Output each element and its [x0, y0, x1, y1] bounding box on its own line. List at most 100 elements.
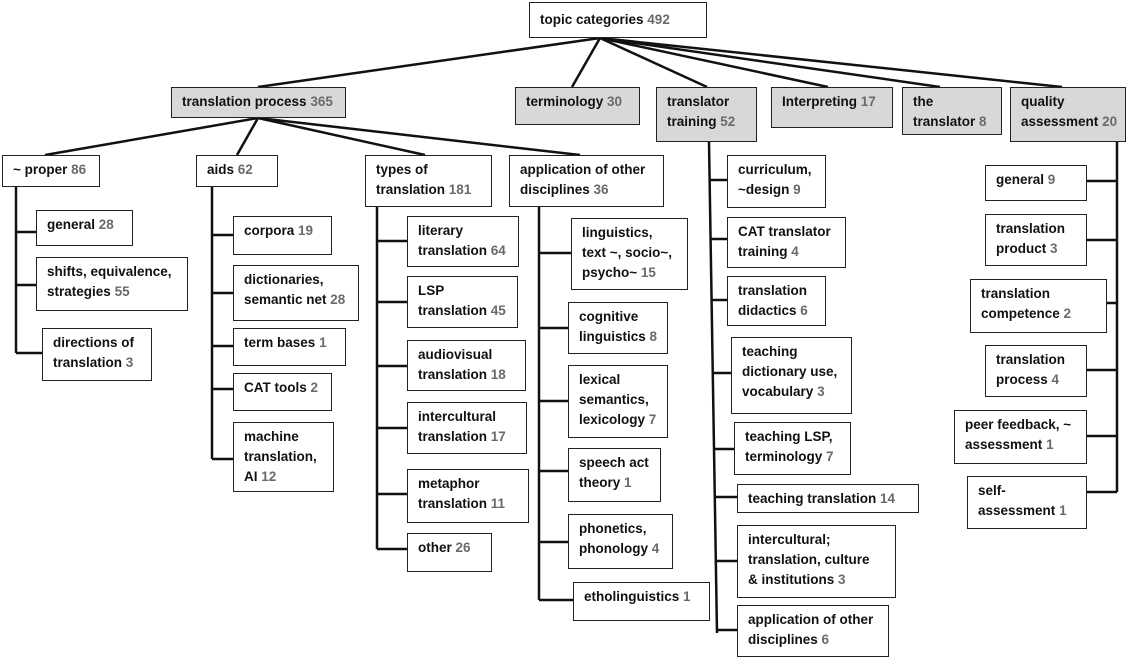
node-count: 19 — [298, 223, 314, 238]
node-count: 7 — [826, 449, 834, 464]
node-label: translation competence — [981, 286, 1060, 321]
leaf-aids-dictionaries: dictionaries, semantic net 28 — [233, 265, 359, 321]
leaf-training-curriculum: curriculum, ~design 9 — [727, 155, 826, 208]
node-count: 30 — [607, 94, 623, 109]
node-label: linguistics, text ~, socio~, psycho~ — [582, 225, 673, 280]
node-count: 17 — [490, 429, 506, 444]
node-label: types of translation — [376, 162, 446, 197]
node-interpreting: Interpreting 17 — [771, 87, 893, 128]
node-label: Interpreting — [782, 94, 858, 109]
node-count: 1 — [683, 589, 691, 604]
node-label: intercultural translation — [418, 409, 497, 444]
node-types-of-translation: types of translation 181 — [365, 155, 492, 207]
node-count: 2 — [1063, 306, 1072, 321]
node-count: 17 — [860, 94, 876, 109]
node-count: 14 — [880, 491, 896, 506]
node-count: 55 — [114, 284, 130, 299]
leaf-types-metaphor: metaphor translation 11 — [407, 469, 529, 523]
node-label: ~ proper — [13, 162, 68, 177]
leaf-proper-directions: directions of translation 3 — [42, 328, 152, 381]
node-label: CAT translator training — [738, 224, 831, 259]
node-label: general — [47, 217, 96, 232]
leaf-types-audiovisual: audiovisual translation 18 — [407, 340, 526, 391]
leaf-disc-phonetics: phonetics, phonology 4 — [568, 514, 673, 569]
node-label: general — [996, 172, 1045, 187]
node-count: 1 — [319, 335, 327, 350]
leaf-training-other-disciplines: application of other disciplines 6 — [737, 605, 889, 657]
node-label: peer feedback, ~ assessment — [965, 417, 1072, 452]
node-label: literary translation — [418, 223, 488, 258]
node-the-translator: the translator 8 — [902, 87, 1002, 135]
node-count: 18 — [490, 367, 506, 382]
node-label: phonetics, phonology — [579, 521, 648, 556]
root-node: topic categories 492 — [529, 2, 707, 38]
leaf-quality-competence: translation competence 2 — [970, 279, 1107, 333]
leaf-quality-self-assessment: self- assessment 1 — [967, 476, 1087, 529]
node-count: 4 — [1051, 372, 1060, 387]
node-label: translation process — [182, 94, 307, 109]
node-label: etholinguistics — [584, 589, 680, 604]
node-count: 28 — [330, 292, 346, 307]
node-label: cognitive linguistics — [579, 309, 646, 344]
node-terminology: terminology 30 — [515, 87, 640, 125]
node-count: 9 — [793, 182, 801, 197]
node-label: translation product — [996, 221, 1066, 256]
node-label: translator training — [667, 94, 730, 129]
node-label: term bases — [244, 335, 316, 350]
node-label: application of other disciplines — [520, 162, 646, 197]
node-label: self- assessment — [978, 483, 1056, 518]
node-aids: aids 62 — [196, 155, 278, 187]
leaf-quality-general: general 9 — [985, 165, 1087, 201]
leaf-disc-cognitive: cognitive linguistics 8 — [568, 302, 668, 354]
leaf-training-dictionary-use: teaching dictionary use, vocabulary 3 — [731, 337, 852, 414]
node-label: CAT tools — [244, 380, 307, 395]
leaf-disc-speech-act: speech act theory 1 — [568, 448, 661, 502]
leaf-training-didactics: translation didactics 6 — [727, 276, 826, 326]
node-count: 6 — [800, 303, 808, 318]
leaf-types-lsp: LSP translation 45 — [407, 276, 518, 328]
node-label: translation didactics — [738, 283, 808, 318]
node-count: 1 — [624, 475, 632, 490]
node-count: 7 — [648, 412, 657, 427]
leaf-proper-general: general 28 — [36, 210, 133, 246]
leaf-types-other: other 26 — [407, 533, 492, 572]
node-count: 28 — [98, 217, 114, 232]
node-label: other — [418, 540, 452, 555]
node-label: aids — [207, 162, 235, 177]
node-count: 3 — [838, 572, 846, 587]
node-count: 12 — [261, 469, 277, 484]
leaf-quality-product: translation product 3 — [985, 214, 1087, 266]
node-proper: ~ proper 86 — [2, 155, 100, 187]
leaf-aids-corpora: corpora 19 — [233, 216, 332, 255]
node-count: 11 — [490, 496, 506, 511]
leaf-disc-etholinguistics: etholinguistics 1 — [573, 582, 710, 621]
node-label: intercultural; translation, culture & in… — [748, 532, 870, 587]
node-label: application of other disciplines — [748, 612, 874, 647]
node-count: 2 — [310, 380, 319, 395]
node-label: corpora — [244, 223, 295, 238]
node-label: metaphor translation — [418, 476, 488, 511]
node-label: teaching translation — [748, 491, 877, 506]
node-count: 181 — [448, 182, 472, 197]
node-label: teaching dictionary use, vocabulary — [742, 344, 838, 399]
node-count: 86 — [71, 162, 87, 177]
node-label: lexical semantics, lexicology — [579, 372, 649, 427]
leaf-aids-machine-translation: machine translation, AI 12 — [233, 422, 334, 492]
leaf-training-intercultural: intercultural; translation, culture & in… — [737, 525, 896, 598]
node-label: topic categories — [540, 12, 644, 27]
leaf-disc-linguistics: linguistics, text ~, socio~, psycho~ 15 — [571, 218, 688, 290]
node-label: curriculum, ~design — [738, 162, 812, 197]
node-label: the translator — [913, 94, 976, 129]
leaf-types-literary: literary translation 64 — [407, 216, 519, 267]
node-translation-process: translation process 365 — [171, 87, 346, 118]
node-count: 3 — [1050, 241, 1058, 256]
node-quality-assessment: quality assessment 20 — [1010, 87, 1126, 142]
node-translator-training: translator training 52 — [656, 87, 757, 142]
node-count: 26 — [455, 540, 471, 555]
leaf-types-intercultural: intercultural translation 17 — [407, 402, 527, 454]
leaf-training-lsp: teaching LSP, terminology 7 — [734, 422, 851, 475]
node-count: 3 — [125, 355, 134, 370]
node-count: 62 — [237, 162, 253, 177]
node-label: machine translation, AI — [244, 429, 317, 484]
